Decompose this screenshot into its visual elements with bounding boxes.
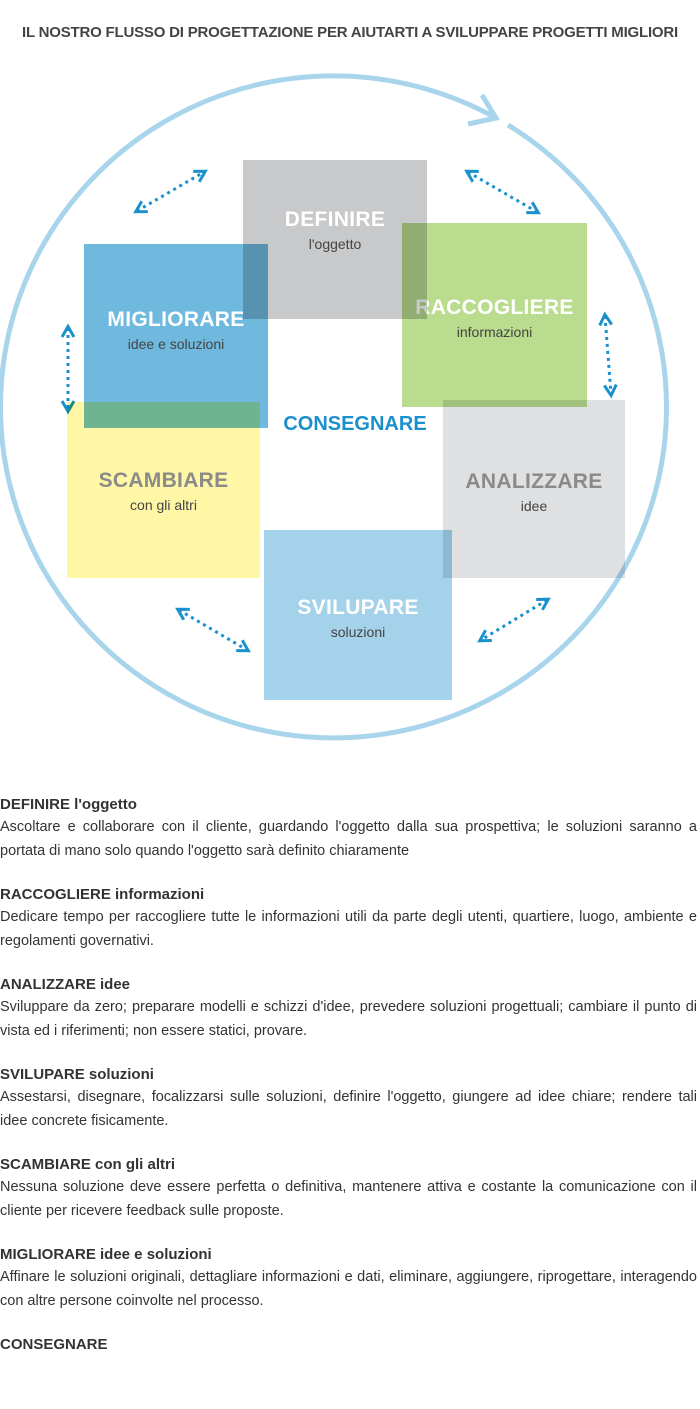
center-label: CONSEGNARE xyxy=(283,413,427,435)
stage-name: MIGLIORARE xyxy=(107,308,245,331)
description-heading: ANALIZZARE idee xyxy=(0,976,131,993)
description-heading: MIGLIORARE idee e soluzioni xyxy=(0,1246,212,1263)
stage-sub: idee e soluzioni xyxy=(127,336,225,352)
stage-sub: con gli altri xyxy=(130,497,197,513)
stage-raccogliere: RACCOGLIERE informazioni xyxy=(402,223,587,407)
description-heading: SCAMBIARE con gli altri xyxy=(0,1156,176,1173)
cycle-diagram xyxy=(0,73,669,741)
description-body: Sviluppare da zero; preparare modelli e … xyxy=(0,999,697,1039)
description-heading: RACCOGLIERE informazioni xyxy=(0,886,205,903)
diagram-title: IL NOSTRO FLUSSO DI PROGETTAZIONE PER AI… xyxy=(21,24,678,41)
stage-sub: soluzioni xyxy=(330,624,386,640)
stage-name: SVILUPARE xyxy=(297,596,419,619)
description-body: Ascoltare e collaborare con il cliente, … xyxy=(0,819,697,859)
cycle-arrowhead-icon xyxy=(467,93,500,127)
stage-name: SCAMBIARE xyxy=(98,469,229,492)
description-item: CONSEGNARE xyxy=(0,1335,697,1355)
stage-name: DEFINIRE xyxy=(284,208,386,231)
stage-name: ANALIZZARE xyxy=(465,470,603,493)
stage-migliorare: MIGLIORARE idee e soluzioni xyxy=(84,244,268,428)
stage-svilupare: SVILUPARE soluzioni xyxy=(264,530,452,700)
description-body: Nessuna soluzione deve essere perfetta o… xyxy=(0,1179,697,1219)
stage-definire: DEFINIRE l'oggetto xyxy=(243,160,427,319)
stage-scambiare: SCAMBIARE con gli altri xyxy=(67,402,260,578)
description-body: Affinare le soluzioni originali, dettagl… xyxy=(0,1269,697,1309)
double-arrow-icon xyxy=(133,169,208,214)
stage-sub: l'oggetto xyxy=(308,236,362,252)
description-heading: CONSEGNARE xyxy=(0,1336,108,1353)
stage-sub: informazioni xyxy=(456,324,533,340)
description-body: Dedicare tempo per raccogliere tutte le … xyxy=(0,909,697,949)
stage-analizzare: ANALIZZARE idee xyxy=(443,400,625,578)
double-arrow-icon xyxy=(598,311,618,399)
double-arrow-icon xyxy=(175,607,251,653)
double-arrow-icon xyxy=(477,597,551,643)
stage-sub: idee xyxy=(520,498,548,514)
cycle-circle xyxy=(0,73,669,741)
description-heading: DEFINIRE l'oggetto xyxy=(0,796,137,813)
stage-name: RACCOGLIERE xyxy=(415,296,574,319)
double-arrow-icon xyxy=(464,169,541,215)
description-heading: SVILUPARE soluzioni xyxy=(0,1066,154,1083)
description-body: Assestarsi, disegnare, focalizzarsi sull… xyxy=(0,1089,697,1129)
